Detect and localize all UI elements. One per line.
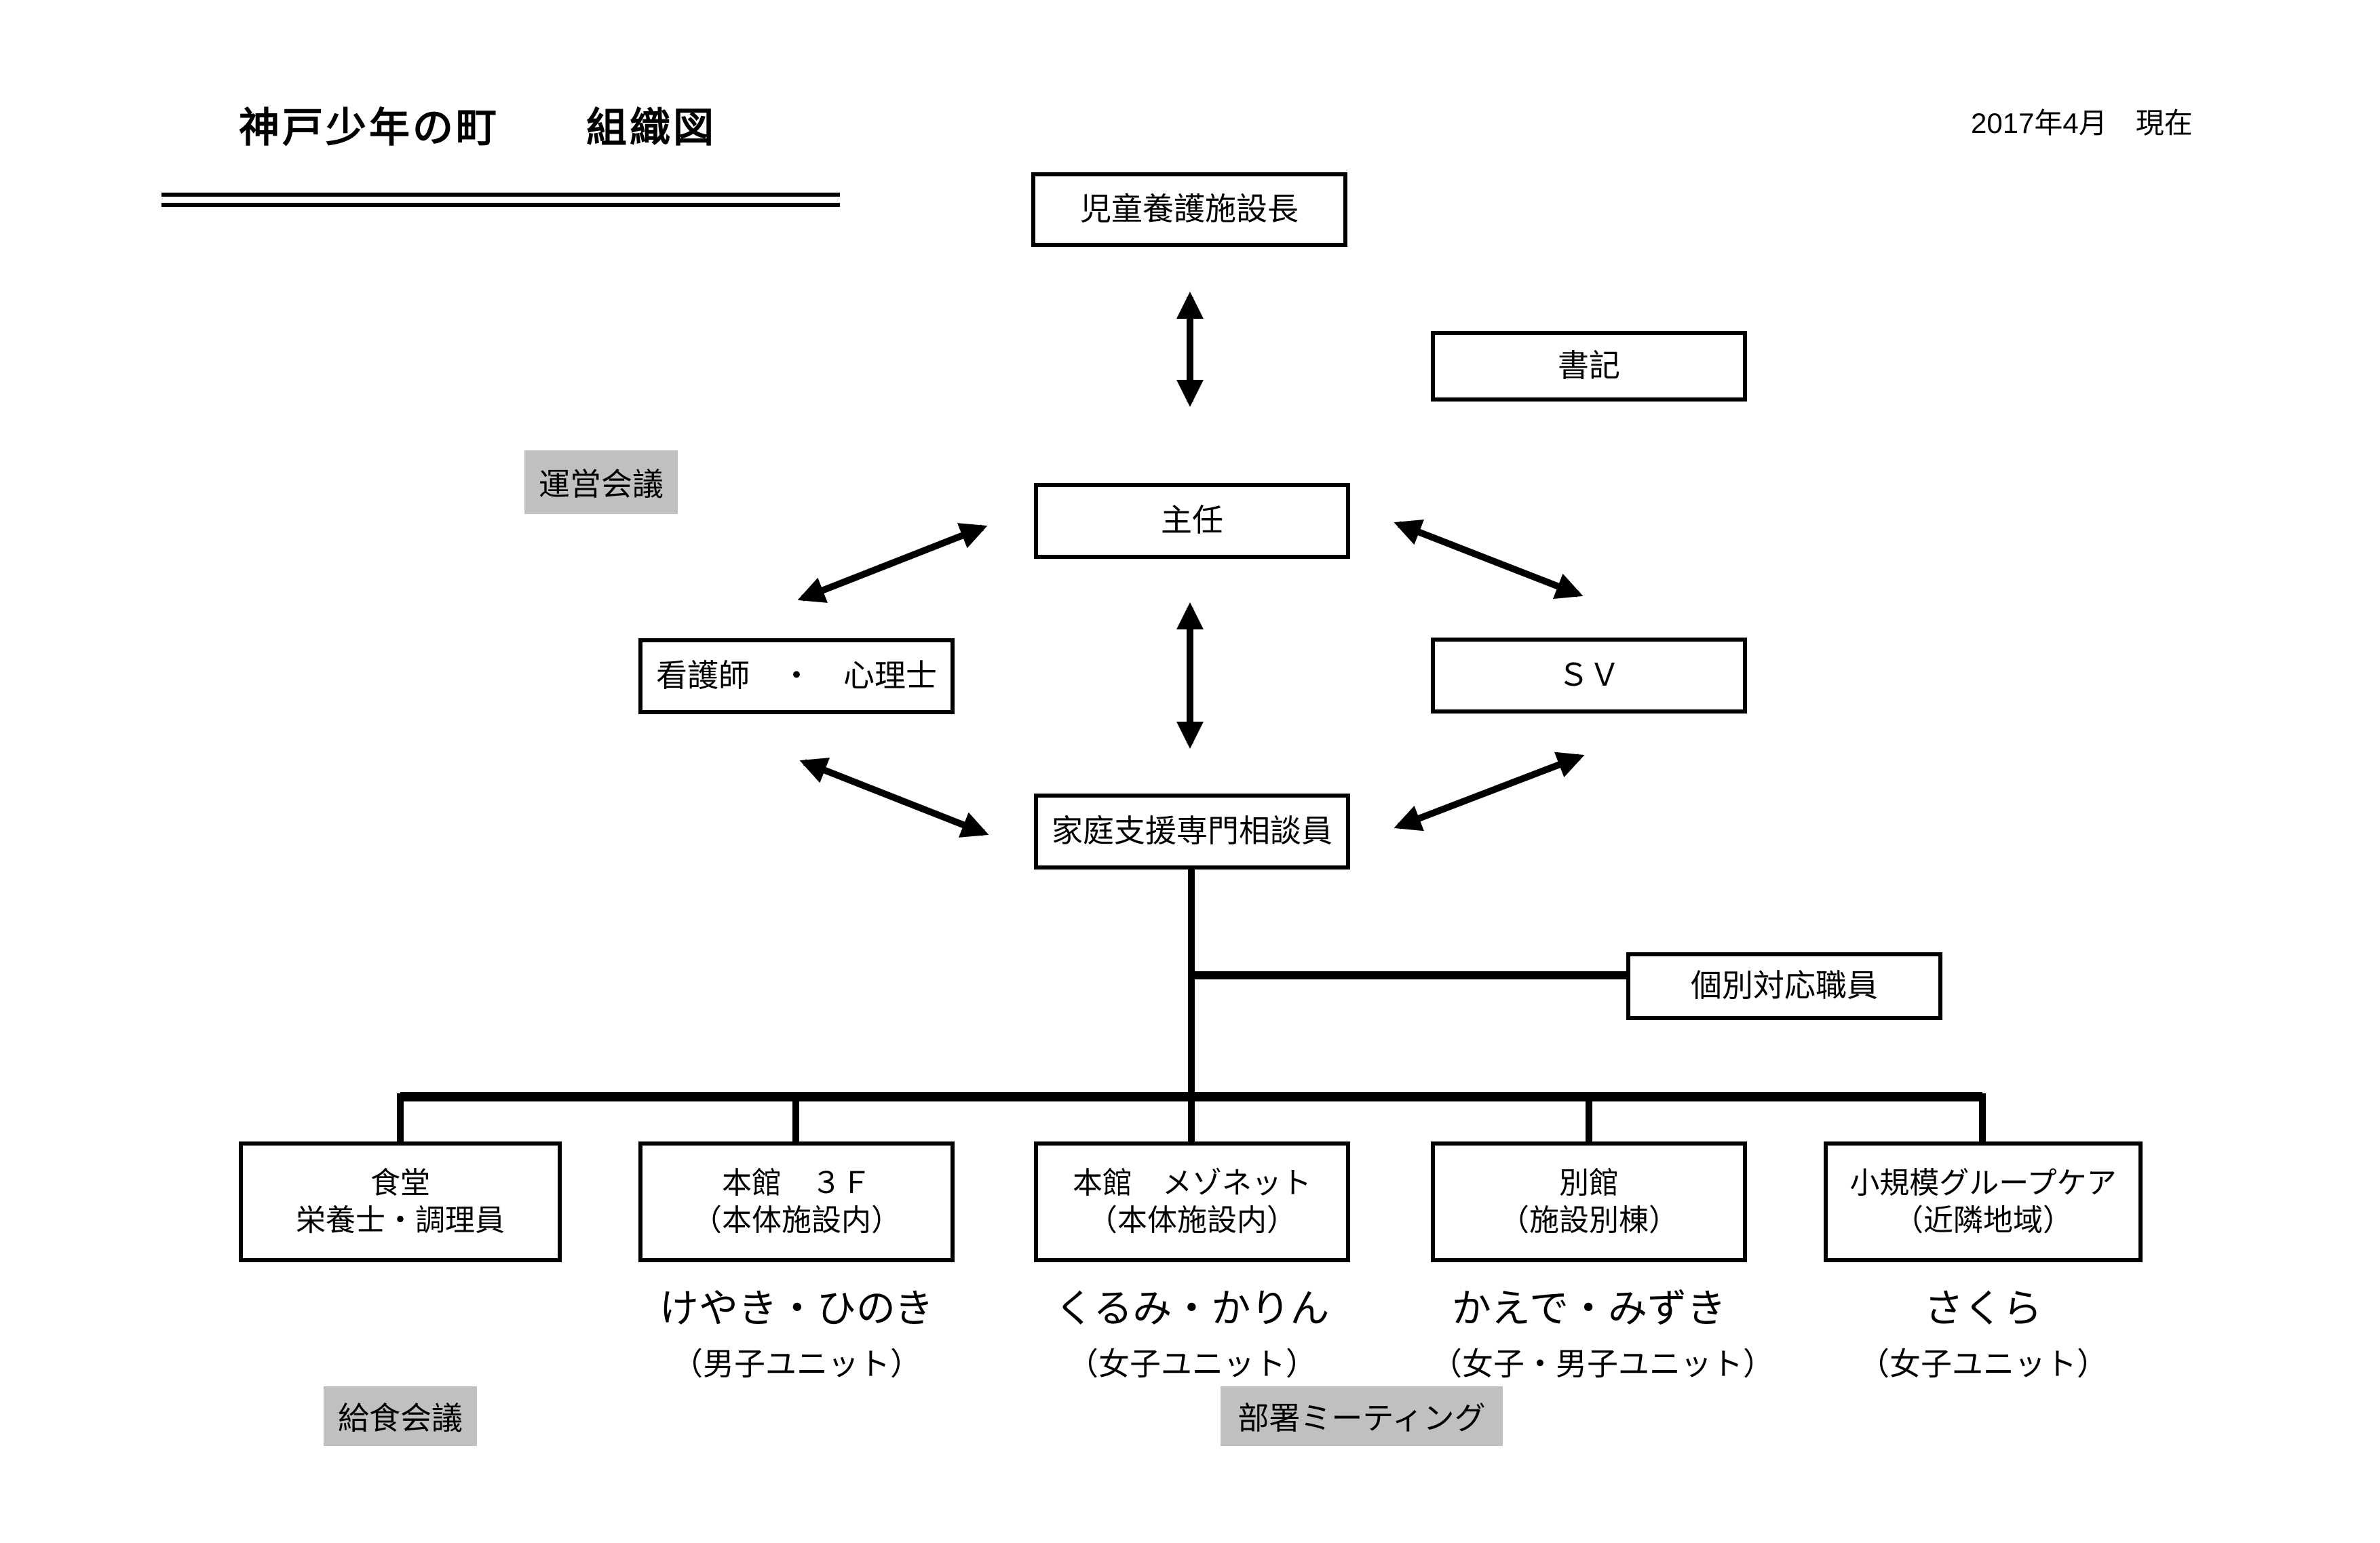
node-nurse-psychologist: 看護師 ・ 心理士: [638, 638, 955, 714]
node-supervisor: ＳＶ: [1431, 638, 1747, 714]
unit-box-main-3f: 本館 ３Ｆ （本体施設内）: [638, 1141, 955, 1262]
node-individual-support-staff: 個別対応職員: [1626, 952, 1942, 1020]
management-meeting-label: 運営会議: [524, 450, 678, 514]
unit-type-boys: （男子ユニット）: [672, 1346, 921, 1382]
arrow-nurse-family: [799, 758, 989, 838]
unit-box-main-maisonette-line2: （本体施設内）: [1088, 1204, 1297, 1237]
unit-box-dining-line2: 栄養士・調理員: [296, 1204, 505, 1237]
node-family-support-counselor-label: 家庭支援専門相談員: [1052, 813, 1332, 849]
unit-name-kaede-mizuki: かえで・みずき: [1451, 1287, 1727, 1331]
node-supervisor-label: ＳＶ: [1558, 657, 1620, 693]
unit-box-main-3f-line2: （本体施設内）: [692, 1204, 901, 1237]
node-secretary-label: 書記: [1558, 348, 1620, 384]
unit-box-small-group-care-line2: （近隣地域）: [1894, 1204, 2073, 1237]
node-nurse-psychologist-label: 看護師 ・ 心理士: [656, 658, 937, 694]
arrow-chief-sv: [1394, 519, 1584, 600]
node-chief: 主任: [1034, 483, 1350, 559]
unit-type-girls-2: （女子ユニット）: [1858, 1346, 2108, 1382]
unit-box-main-maisonette: 本館 メゾネット （本体施設内）: [1034, 1141, 1350, 1262]
unit-name-keyaki-hinoki: けやき・ひのき: [659, 1287, 934, 1331]
node-secretary: 書記: [1431, 331, 1747, 402]
unit-box-small-group-care: 小規模グループケア （近隣地域）: [1824, 1141, 2143, 1262]
management-meeting-text: 運営会議: [539, 467, 664, 502]
unit-box-main-3f-line1: 本館 ３Ｆ: [722, 1167, 871, 1200]
node-family-support-counselor: 家庭支援専門相談員: [1034, 794, 1350, 870]
unit-type-girls-boys: （女子・男子ユニット）: [1431, 1346, 1774, 1382]
unit-name-kurumi-karin: くるみ・かりん: [1054, 1287, 1330, 1331]
node-director: 児童養護施設長: [1031, 172, 1347, 247]
title-double-underline: [161, 193, 840, 207]
unit-box-annex-line2: （施設別棟）: [1499, 1204, 1678, 1237]
department-meeting-label: 部署ミーティング: [1221, 1386, 1503, 1446]
department-meeting-text: 部署ミーティング: [1237, 1401, 1486, 1436]
arrow-chief-nurse: [797, 523, 988, 603]
unit-box-small-group-care-line1: 小規模グループケア: [1849, 1167, 2117, 1200]
unit-box-dining: 食堂 栄養士・調理員: [239, 1141, 562, 1262]
meal-meeting-label: 給食会議: [324, 1386, 477, 1446]
unit-box-annex: 別館 （施設別棟）: [1431, 1141, 1747, 1262]
date-note: 2017年4月 現在: [1971, 107, 2193, 139]
unit-name-sakura: さくら: [1923, 1287, 2042, 1331]
node-individual-support-staff-label: 個別対応職員: [1691, 968, 1878, 1004]
unit-box-annex-line1: 別館: [1559, 1167, 1619, 1200]
meal-meeting-text: 給食会議: [338, 1401, 463, 1436]
node-director-label: 児童養護施設長: [1080, 191, 1299, 227]
node-chief-label: 主任: [1161, 503, 1223, 539]
unit-type-girls-1: （女子ユニット）: [1067, 1346, 1317, 1382]
page-title: 神戸少年の町 組織図: [239, 105, 716, 151]
unit-box-main-maisonette-line1: 本館 メゾネット: [1073, 1167, 1311, 1200]
arrow-family-sv: [1394, 751, 1585, 832]
unit-box-dining-line1: 食堂: [370, 1167, 430, 1200]
